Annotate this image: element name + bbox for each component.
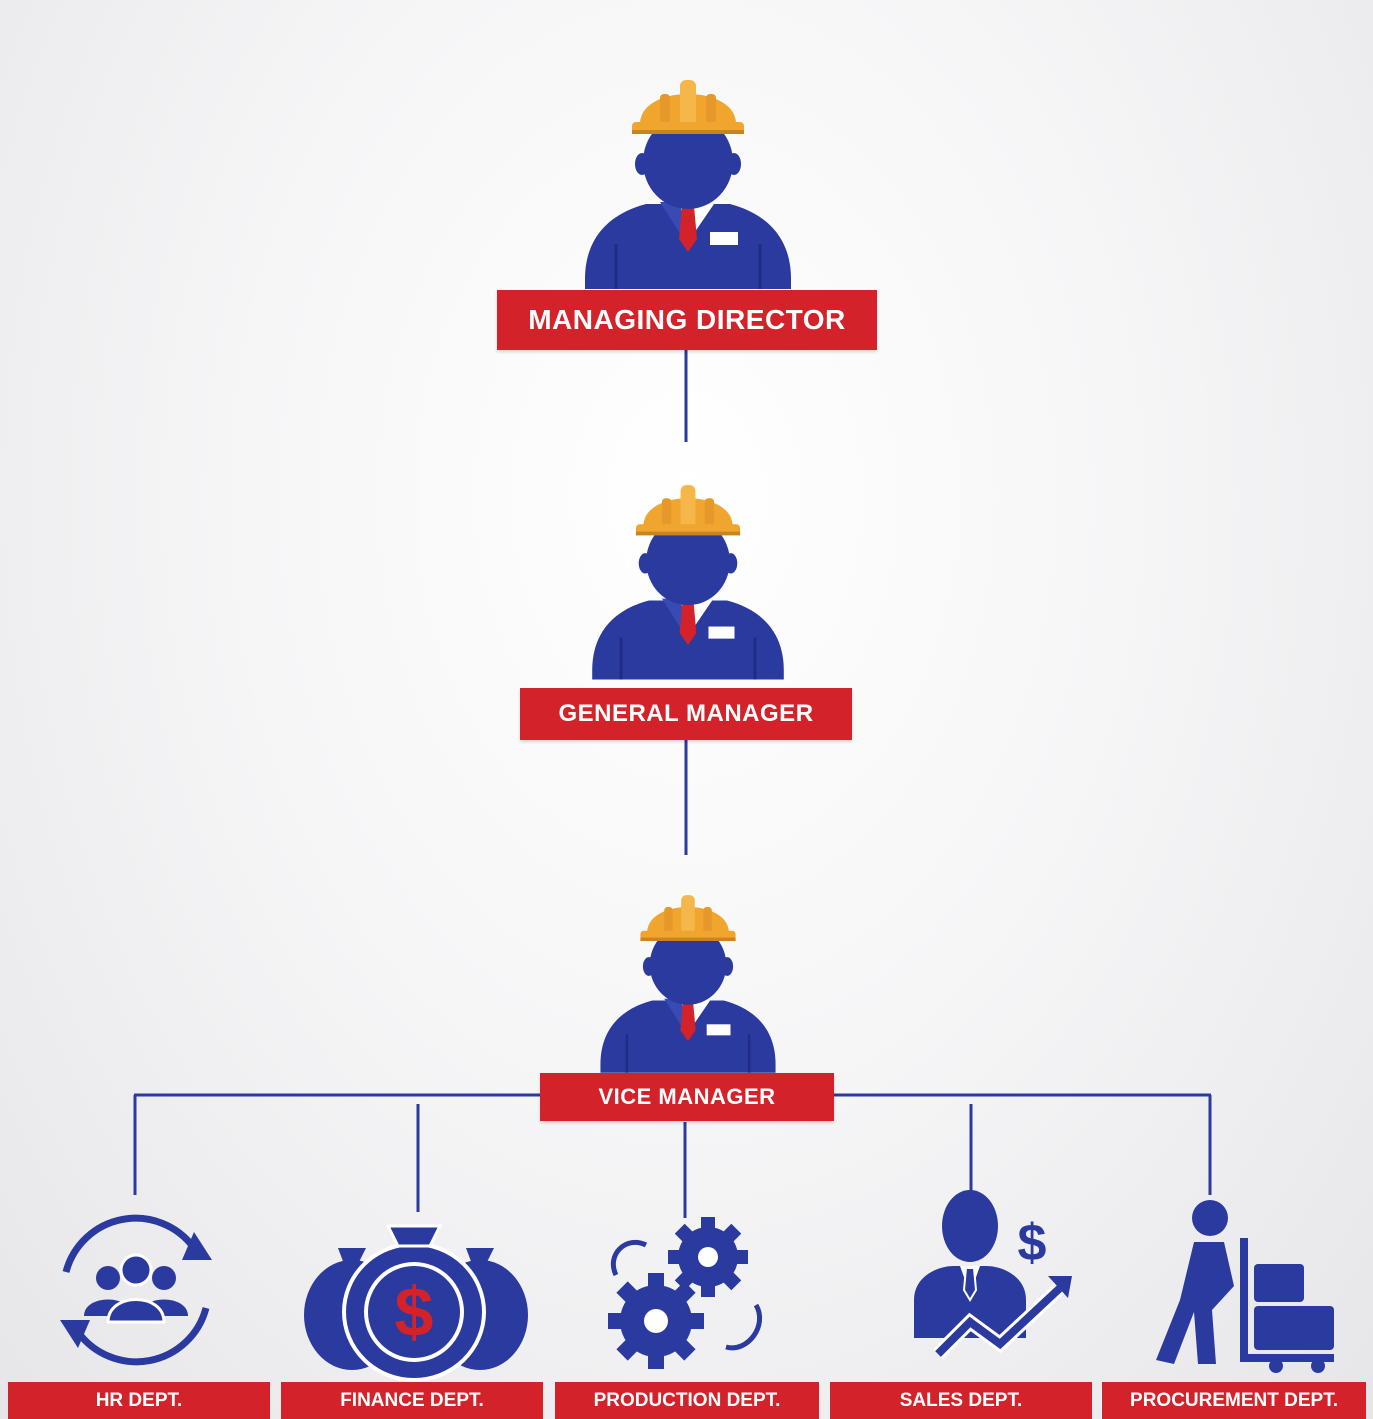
hand-truck-icon xyxy=(1156,1200,1334,1373)
general-manager-label: GENERAL MANAGER xyxy=(520,688,852,740)
sales-dept-label: SALES DEPT. xyxy=(830,1382,1092,1419)
managing-director-figure xyxy=(583,78,793,291)
general-manager-figure xyxy=(590,483,786,681)
sales-growth-icon: $ xyxy=(914,1190,1072,1359)
svg-text:$: $ xyxy=(395,1273,434,1351)
gears-icon xyxy=(608,1217,763,1369)
vice-manager-label: VICE MANAGER xyxy=(540,1073,834,1121)
svg-text:$: $ xyxy=(1018,1214,1047,1272)
procurement-dept-label: PROCUREMENT DEPT. xyxy=(1102,1382,1366,1419)
team-cycle-icon xyxy=(60,1214,212,1366)
money-bags-icon: $ xyxy=(304,1224,528,1382)
managing-director-label: MANAGING DIRECTOR xyxy=(497,290,877,350)
production-dept-label: PRODUCTION DEPT. xyxy=(555,1382,819,1419)
finance-dept-label: FINANCE DEPT. xyxy=(281,1382,543,1419)
vice-manager-figure xyxy=(599,893,777,1075)
hr-dept-label: HR DEPT. xyxy=(8,1382,270,1419)
